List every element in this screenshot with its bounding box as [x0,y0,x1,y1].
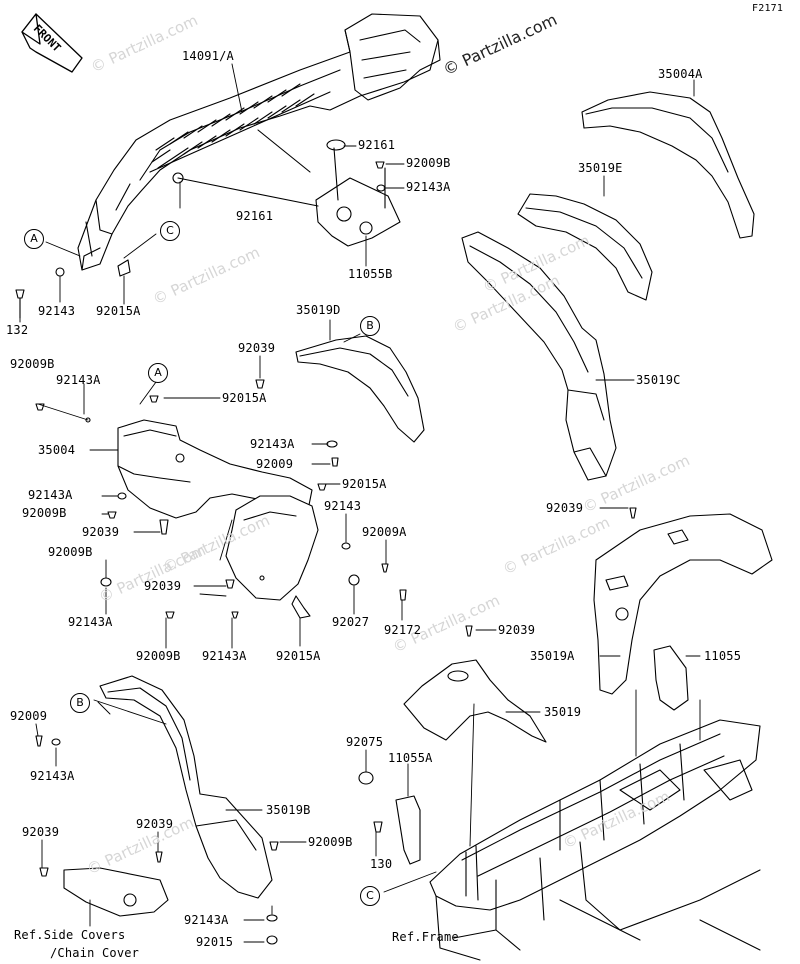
callout-b: B [360,316,380,336]
part-label: 92143A [30,769,75,783]
part-label: 11055 [704,649,742,663]
fastener-group-middle [35,379,407,619]
part-label: 92143A [202,649,247,663]
part-label: 92143A [56,373,101,387]
part-label: 92039 [136,817,174,831]
part-label: 92009B [406,156,451,170]
figure-code: F2171 [752,3,784,14]
callout-c: C [360,886,380,906]
side-cover-part [63,867,169,917]
part-label: 92161 [358,138,396,152]
fender-35004a-part [581,91,755,239]
bracket-11055a-part [395,795,421,865]
bracket-11055-part [653,645,689,711]
part-label: 92143A [68,615,113,629]
part-label: 132 [6,323,29,337]
fender-35019e-part [517,193,653,301]
part-label: 35019A [530,649,575,663]
reference-label: Ref.Side Covers [14,928,126,942]
frame-part [429,719,761,961]
part-label: 92009B [136,649,181,663]
part-label: 14091/A [182,49,234,63]
fender-35019c-part [461,231,617,481]
callout-b: B [70,693,90,713]
fender-35019d-part [295,335,425,443]
part-label: 92143A [250,437,295,451]
part-label: 92039 [238,341,276,355]
part-label: 35019E [578,161,623,175]
part-label: 92075 [346,735,384,749]
part-label: 92015A [96,304,141,318]
part-label: 92009B [48,545,93,559]
callout-c: C [160,221,180,241]
part-label: 92009 [256,457,294,471]
part-label: 92039 [22,825,60,839]
callout-a: A [24,229,44,249]
part-label: 130 [370,857,393,871]
part-label: 92009B [10,357,55,371]
part-label: 92009B [22,506,67,520]
fender-35019-part [403,625,547,743]
part-label: 92027 [332,615,370,629]
fender-35019a-part [593,507,773,695]
part-label: 92143A [28,488,73,502]
part-label: 92039 [82,525,120,539]
part-label: 92143 [324,499,362,513]
part-label: 92015A [222,391,267,405]
reference-label: /Chain Cover [50,946,140,960]
part-label: 11055B [348,267,393,281]
part-label: 92009A [362,525,407,539]
front-arrow-icon [21,13,83,73]
leader-lines [19,63,701,943]
part-label: 35019D [296,303,341,317]
part-label: 35019B [266,803,311,817]
callout-a: A [148,363,168,383]
part-label: 35019C [636,373,681,387]
part-label: 35004 [38,443,76,457]
part-label: 92015 [196,935,234,949]
part-label: 92015A [342,477,387,491]
fender-35004-part [117,419,319,619]
part-label: 92009 [10,709,48,723]
fastener-group-lower [35,735,383,945]
fender-35019b-part [99,675,273,899]
bracket-11055b-part [177,129,401,247]
part-label: 92161 [236,209,274,223]
part-label: 92039 [546,501,584,515]
part-label: 35004A [658,67,703,81]
part-label: 11055A [388,751,433,765]
reference-label: Ref.Frame [392,930,459,944]
part-label: 35019 [544,705,582,719]
part-label: 92009B [308,835,353,849]
part-label: 92015A [276,649,321,663]
front-grille-part [77,13,441,271]
part-label: 92143A [184,913,229,927]
part-label: 92039 [498,623,536,637]
part-label: 92039 [144,579,182,593]
part-label: 92143A [406,180,451,194]
part-label: 92143 [38,304,76,318]
part-label: 92172 [384,623,422,637]
